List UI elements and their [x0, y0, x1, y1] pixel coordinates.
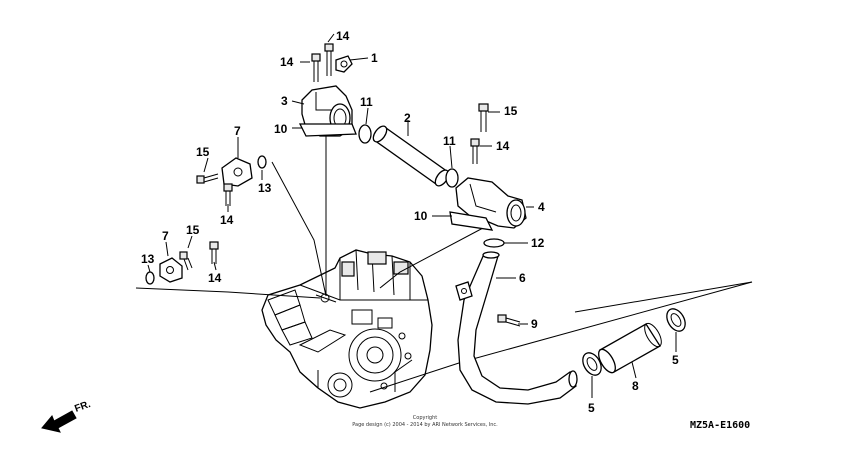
callout-14-left-upper: 14 — [220, 213, 234, 227]
callout-1: 1 — [371, 51, 378, 65]
callout-11-b: 11 — [443, 134, 456, 148]
callout-14-right: 14 — [496, 139, 510, 153]
direction-label: FR. — [73, 399, 92, 415]
callout-15-left-upper: 15 — [196, 145, 210, 159]
bolt-14-left — [311, 53, 321, 82]
arrow-icon — [41, 410, 77, 433]
clip-1 — [335, 55, 353, 73]
water-joint-7-lower — [159, 257, 183, 283]
callout-8: 8 — [632, 379, 639, 393]
bolt-14-left-lower — [209, 241, 219, 264]
front-direction-arrow: FR. — [41, 399, 92, 433]
copyright-line-2: Page design (c) 2004 - 2014 by ARI Netwo… — [352, 422, 498, 428]
copyright-line-1: Copyright — [413, 415, 437, 421]
bolt-15-left-lower — [179, 251, 193, 271]
o-ring-13-upper — [257, 155, 267, 169]
callout-7-lower: 7 — [162, 229, 169, 243]
bolt-15-left-upper — [196, 173, 219, 184]
callout-15-right: 15 — [504, 104, 518, 118]
o-ring-12 — [483, 238, 505, 248]
callout-labels: 14 1 14 3 11 2 15 10 7 11 14 15 13 4 14 … — [141, 29, 679, 415]
hose-clamp-5-right — [666, 308, 686, 332]
bolt-14-right — [470, 138, 480, 164]
callout-2: 2 — [404, 111, 411, 125]
bolt-9 — [497, 314, 521, 327]
callout-5-left: 5 — [588, 401, 595, 415]
hose-8 — [598, 322, 662, 374]
engine-block — [261, 249, 433, 409]
callout-10-b: 10 — [414, 209, 428, 223]
water-joint-7-upper — [221, 157, 253, 187]
callout-9: 9 — [531, 317, 538, 331]
bolt-14-left-upper — [223, 183, 233, 206]
callout-leaders — [147, 33, 677, 398]
callout-6: 6 — [519, 271, 526, 285]
callout-15-left-lower: 15 — [186, 223, 200, 237]
callout-3: 3 — [281, 94, 288, 108]
water-pipe-2 — [372, 125, 450, 187]
o-ring-11-a — [358, 124, 372, 144]
callout-7-upper: 7 — [234, 124, 241, 138]
diagram-code: MZ5A-E1600 — [690, 420, 750, 431]
water-hose-6 — [455, 251, 578, 405]
callout-12: 12 — [531, 236, 545, 250]
hose-clamp-5-left — [582, 352, 602, 376]
o-ring-13-lower — [145, 271, 155, 285]
reference-lines — [135, 132, 753, 393]
o-ring-11-b — [445, 168, 459, 188]
callout-13-upper: 13 — [258, 181, 272, 195]
callout-11-a: 11 — [360, 95, 373, 109]
callout-13-lower: 13 — [141, 252, 155, 266]
callout-5-right: 5 — [672, 353, 679, 367]
callout-14-top: 14 — [336, 29, 350, 43]
callout-10-a: 10 — [274, 122, 288, 136]
water-outlet-joint-4 — [449, 177, 527, 231]
callout-4: 4 — [538, 200, 545, 214]
bolt-15-right — [478, 103, 489, 132]
callout-14-left-lower: 14 — [208, 271, 222, 285]
callout-14-left: 14 — [280, 55, 294, 69]
thermostat-housing — [298, 85, 357, 137]
bolt-14-top — [324, 43, 334, 76]
